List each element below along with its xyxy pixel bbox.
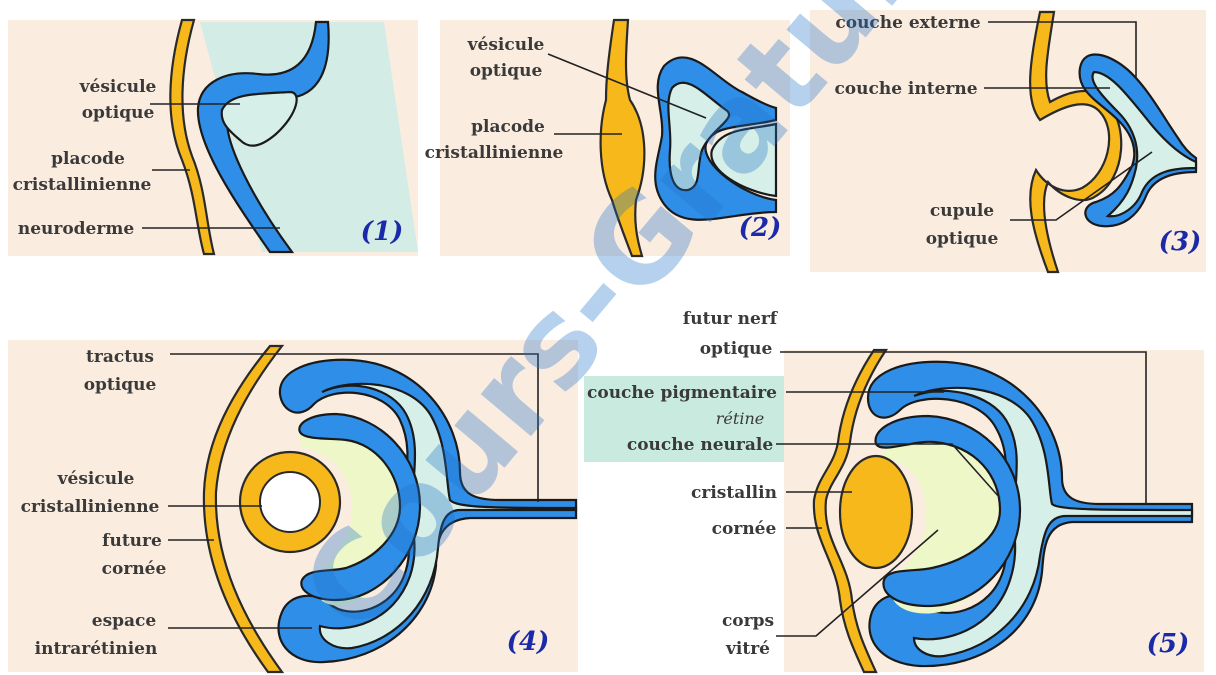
panel-4-number: (4)	[507, 627, 550, 657]
panel-1-label-optique: optique	[82, 103, 155, 123]
panel-5-number: (5)	[1147, 629, 1190, 659]
panel-4-label-future: future	[102, 531, 162, 551]
panel-2-label-optique: optique	[470, 61, 543, 81]
panel-4-label-intraretinien: intrarétinien	[35, 639, 158, 659]
panel-3-number: (3)	[1159, 227, 1202, 257]
panel-1-number: (1)	[361, 217, 404, 247]
panel-5-lens	[840, 456, 912, 568]
panel-2-label-cristallinienne: cristallinienne	[425, 143, 564, 163]
panel-1-label-neuroderme: neuroderme	[18, 219, 134, 239]
panel-1-label-cristallinienne: cristallinienne	[13, 175, 152, 195]
panel-2-label-placode: placode	[471, 117, 545, 137]
panel-5-label-cornee: cornée	[712, 519, 777, 539]
panel-5-label-retine: rétine	[716, 409, 764, 428]
panel-4-label-cristallinienne: cristallinienne	[21, 497, 160, 517]
panel-3-label-optique: optique	[926, 229, 999, 249]
panel-5-label-pigmentaire: couche pigmentaire	[587, 383, 777, 403]
panel-1: vésicule optique placode cristallinienne…	[8, 20, 418, 256]
panel-5: futur nerf optique couche pigmentaire ré…	[584, 309, 1204, 672]
panel-4-label-tractus: tractus	[86, 347, 154, 367]
panel-5-label-neurale: couche neurale	[627, 435, 773, 455]
panel-1-label-placode: placode	[51, 149, 125, 169]
panel-5-label-optique: optique	[700, 339, 773, 359]
panel-5-label-futur-nerf: futur nerf	[683, 309, 779, 329]
panel-3-label-cupule: cupule	[930, 201, 994, 221]
panel-2-label-vesicule: vésicule	[467, 35, 545, 55]
panel-1-label-vesicule: vésicule	[79, 77, 157, 97]
panel-5-label-vitre: vitré	[725, 639, 770, 659]
panel-4-label-espace: espace	[92, 611, 157, 631]
panel-4-label-cornee: cornée	[102, 559, 167, 579]
panel-4-label-vesicule: vésicule	[57, 469, 135, 489]
panel-4-label-optique: optique	[84, 375, 157, 395]
panel-4-lens-vesicle-lumen	[260, 472, 320, 532]
panel-5-label-corps: corps	[722, 611, 774, 631]
panel-5-label-cristallin: cristallin	[691, 483, 777, 503]
